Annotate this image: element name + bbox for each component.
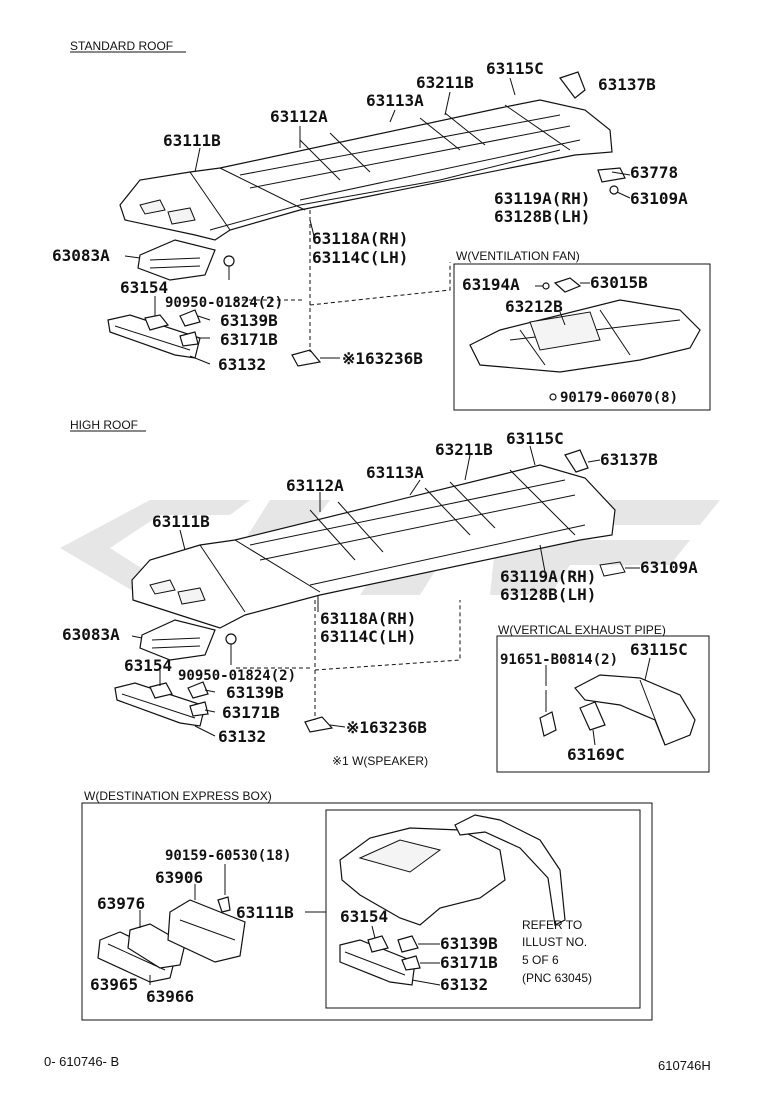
high-roof-front-parts: [114, 619, 334, 733]
callout-63137B: 63137B: [598, 75, 656, 94]
destination-box-parts: [97, 896, 246, 983]
callout-63119A: 63119A(RH): [494, 189, 590, 208]
high-roof-rear-parts: [564, 449, 589, 473]
callout-63976: 63976: [97, 894, 145, 913]
standard-roof-front-parts: [107, 239, 322, 367]
callout-63114C: 63114C(LH): [312, 248, 408, 267]
callout-63111B: 63111B: [163, 131, 221, 150]
callout-high-63236B: ※163236B: [346, 718, 427, 737]
callout-63212B: 63212B: [505, 297, 563, 316]
callout-63966: 63966: [146, 987, 194, 1006]
callout-91651-B0814: 91651-B0814(2): [500, 652, 618, 668]
callout-63171B: 63171B: [220, 330, 278, 349]
callout-destination-63139B: 63139B: [440, 934, 498, 953]
callout-high-63139B: 63139B: [226, 683, 284, 702]
high-roof-panel: [131, 464, 626, 629]
callout-destination-63154: 63154: [340, 907, 388, 926]
callout-63113A: 63113A: [366, 91, 424, 110]
callout-63906: 63906: [155, 868, 203, 887]
destination-roof-panel: [339, 814, 566, 986]
callout-63169C: 63169C: [567, 745, 625, 764]
callout-high-63113A: 63113A: [366, 463, 424, 482]
callout-63083A: 63083A: [52, 246, 110, 265]
callout-63965: 63965: [90, 975, 138, 994]
section-title-destination-express-box: W(DESTINATION EXPRESS BOX): [84, 789, 272, 803]
callout-63015B: 63015B: [590, 273, 648, 292]
destination-express-box-outer: [81, 802, 653, 1021]
callout-63211B: 63211B: [416, 73, 474, 92]
callout-high-63083A: 63083A: [62, 625, 120, 644]
callout-high-63128B: 63128B(LH): [500, 585, 596, 604]
callout-high-63119A: 63119A(RH): [500, 567, 596, 586]
speaker-note: ※1 W(SPEAKER): [332, 754, 428, 768]
callout-high-63111B: 63111B: [152, 512, 210, 531]
section-title-high-roof: HIGH ROOF: [70, 418, 138, 432]
callout-high-63154: 63154: [124, 656, 172, 675]
footer-left-code: 0- 610746- B: [44, 1054, 119, 1069]
callout-high-63118A: 63118A(RH): [320, 609, 416, 628]
callout-63112A: 63112A: [270, 107, 328, 126]
callout-high-63114C: 63114C(LH): [320, 627, 416, 646]
callout-high-63132: 63132: [218, 727, 266, 746]
callout-high-90950-01824: 90950-01824(2): [178, 668, 296, 684]
section-title-vertical-exhaust-pipe: W(VERTICAL EXHAUST PIPE): [498, 623, 666, 637]
callout-63109A: 63109A: [630, 189, 688, 208]
callout-destination-63132: 63132: [440, 975, 488, 994]
callout-90159-60530: 90159-60530(18): [165, 848, 291, 864]
section-title-ventilation-fan: W(VENTILATION FAN): [456, 249, 580, 263]
callout-high-63211B: 63211B: [435, 440, 493, 459]
vertical-exhaust-pipe-box: [496, 635, 710, 773]
refer-note-line-2: ILLUST NO.: [522, 935, 587, 949]
callout-90179-06070: 90179-06070(8): [560, 390, 678, 406]
callout-63115C: 63115C: [486, 59, 544, 78]
vent-roof-panel: [469, 277, 701, 401]
refer-note-line-4: (PNC 63045): [522, 971, 592, 985]
callout-high-63115C: 63115C: [506, 429, 564, 448]
callout-destination-63111B: 63111B: [236, 903, 294, 922]
footer-right-code: 610746H: [658, 1058, 711, 1073]
callout-63194A: 63194A: [462, 275, 520, 294]
refer-note-line-1: REFER TO: [522, 918, 582, 932]
callout-63154: 63154: [120, 278, 168, 297]
callout-exhaust-63115C: 63115C: [630, 640, 688, 659]
standard-roof-rear-spoiler: [559, 71, 626, 195]
callout-63118A: 63118A(RH): [312, 229, 408, 248]
callout-high-63109A: 63109A: [640, 558, 698, 577]
refer-note-line-3: 5 OF 6: [522, 953, 559, 967]
callout-destination-63171B: 63171B: [440, 953, 498, 972]
exhaust-spoiler-part: [539, 674, 696, 746]
callout-63778: 63778: [630, 163, 678, 182]
callout-63128B: 63128B(LH): [494, 207, 590, 226]
ventilation-fan-box: [453, 263, 711, 411]
standard-roof-panel: [119, 99, 613, 241]
callout-high-63171B: 63171B: [222, 703, 280, 722]
section-title-standard-roof: STANDARD ROOF: [70, 39, 173, 53]
callout-high-63112A: 63112A: [286, 476, 344, 495]
callout-90950-01824: 90950-01824(2): [165, 295, 283, 311]
callout-63236B: ※163236B: [342, 349, 423, 368]
destination-express-box-inner: [325, 809, 641, 1009]
callout-high-63137B: 63137B: [600, 450, 658, 469]
callout-63139B: 63139B: [220, 311, 278, 330]
callout-63132: 63132: [218, 355, 266, 374]
